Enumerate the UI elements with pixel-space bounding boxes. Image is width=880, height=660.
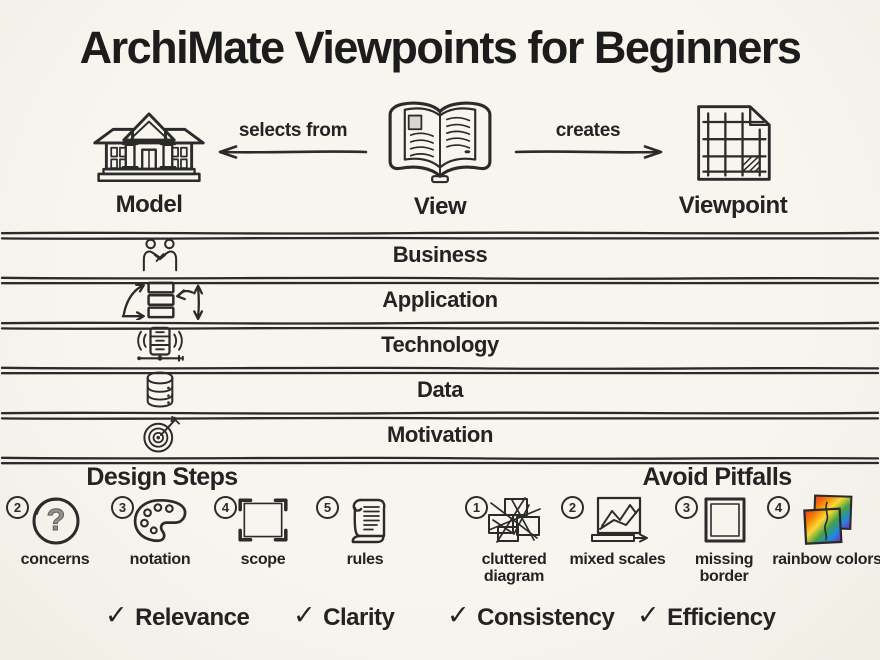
step-label: rules bbox=[346, 551, 384, 568]
pitfall-missing-border: 3 missing border bbox=[674, 493, 774, 586]
layer-label-motivation: Motivation bbox=[387, 421, 493, 447]
arrow-left-icon bbox=[212, 144, 370, 165]
rainbow-squares-icon bbox=[799, 493, 855, 551]
layer-label-data: Data bbox=[416, 376, 464, 402]
relation-creates-label: creates bbox=[555, 120, 621, 141]
design-step-scope: 4 scope bbox=[213, 493, 313, 569]
building-icon bbox=[87, 112, 211, 188]
band-divider bbox=[0, 362, 880, 375]
layer-band-business: Business bbox=[0, 237, 880, 272]
layer-label-business: Business bbox=[392, 241, 488, 267]
server-signal-icon bbox=[112, 326, 208, 362]
step-number-badge: 2 bbox=[6, 496, 29, 519]
pitfall-label: mixed scales bbox=[569, 551, 666, 568]
step-number-badge: 5 bbox=[316, 496, 339, 519]
pitfall-cluttered-diagram: 1 cluttered diagram bbox=[464, 493, 564, 586]
band-divider bbox=[0, 272, 880, 285]
pitfall-number-badge: 4 bbox=[767, 496, 790, 519]
band-divider bbox=[0, 227, 880, 240]
layer-band-data: Data bbox=[0, 371, 880, 408]
quality-label: Relevance bbox=[135, 604, 250, 631]
avoid-pitfalls-heading: Avoid Pitfalls bbox=[642, 463, 792, 491]
layer-bands: Business bbox=[0, 227, 880, 465]
database-icon bbox=[112, 371, 208, 408]
open-book-icon bbox=[381, 101, 499, 190]
layer-label-application: Application bbox=[382, 286, 498, 312]
handshake-icon bbox=[112, 237, 208, 272]
step-number-badge: 4 bbox=[214, 496, 237, 519]
quality-label: Efficiency bbox=[667, 604, 776, 631]
step-label: notation bbox=[129, 551, 191, 568]
scroll-icon bbox=[340, 495, 390, 550]
pitfall-number-badge: 1 bbox=[465, 496, 488, 519]
layer-band-motivation: Motivation bbox=[0, 415, 880, 453]
quality-check-relevance: ✓ Relevance bbox=[105, 600, 250, 632]
arrow-right-icon bbox=[512, 144, 665, 165]
target-dart-icon bbox=[112, 415, 208, 453]
pitfall-number-badge: 2 bbox=[561, 496, 584, 519]
layer-band-technology: Technology bbox=[0, 326, 880, 362]
node-model-label: Model bbox=[115, 191, 183, 218]
mixed-scales-icon bbox=[586, 494, 650, 551]
components-exchange-icon bbox=[112, 281, 208, 320]
quality-check-consistency: ✓ Consistency bbox=[447, 600, 615, 632]
band-divider bbox=[0, 407, 880, 420]
quality-check-clarity: ✓ Clarity bbox=[293, 600, 395, 632]
band-divider bbox=[0, 317, 880, 330]
checkmark-icon: ✓ bbox=[447, 600, 470, 630]
step-label: scope bbox=[240, 551, 286, 568]
pitfall-rainbow-colors: 4 bbox=[766, 493, 880, 569]
design-step-concerns: 2 ? concerns bbox=[5, 493, 105, 569]
checkmark-icon: ✓ bbox=[105, 600, 128, 630]
pitfall-label: cluttered diagram bbox=[481, 551, 547, 585]
node-view: View bbox=[376, 96, 504, 221]
step-number-badge: 3 bbox=[111, 496, 134, 519]
cluttered-diagram-icon bbox=[484, 494, 544, 551]
node-view-label: View bbox=[413, 193, 467, 220]
question-circle-icon: ? bbox=[29, 494, 81, 551]
quality-check-efficiency: ✓ Efficiency bbox=[637, 600, 776, 632]
relation-selects-from-label: selects from bbox=[238, 120, 348, 141]
design-step-rules: 5 rules bbox=[315, 493, 415, 569]
layer-band-application: Application bbox=[0, 281, 880, 320]
pitfall-number-badge: 3 bbox=[675, 496, 698, 519]
svg-text:?: ? bbox=[47, 502, 66, 537]
quality-label: Consistency bbox=[477, 604, 615, 631]
node-model: Model bbox=[84, 98, 214, 219]
selection-frame-icon bbox=[235, 496, 291, 549]
quality-label: Clarity bbox=[323, 604, 395, 631]
node-viewpoint: Viewpoint bbox=[668, 101, 798, 220]
design-steps-heading: Design Steps bbox=[86, 463, 238, 491]
pitfall-label: rainbow colors bbox=[772, 551, 880, 568]
grid-page-icon bbox=[683, 105, 783, 189]
layer-label-technology: Technology bbox=[381, 331, 499, 357]
design-step-notation: 3 notation bbox=[110, 493, 210, 569]
checkmark-icon: ✓ bbox=[293, 600, 316, 630]
pitfall-label: missing border bbox=[694, 551, 754, 585]
checkmark-icon: ✓ bbox=[637, 600, 660, 630]
page-title: ArchiMate Viewpoints for Beginners bbox=[79, 22, 802, 73]
missing-border-icon bbox=[698, 494, 750, 551]
band-divider bbox=[0, 452, 880, 465]
node-viewpoint-label: Viewpoint bbox=[678, 192, 788, 219]
step-label: concerns bbox=[20, 551, 90, 568]
palette-icon bbox=[132, 496, 188, 549]
pitfall-mixed-scales: 2 mixed scales bbox=[560, 493, 675, 569]
